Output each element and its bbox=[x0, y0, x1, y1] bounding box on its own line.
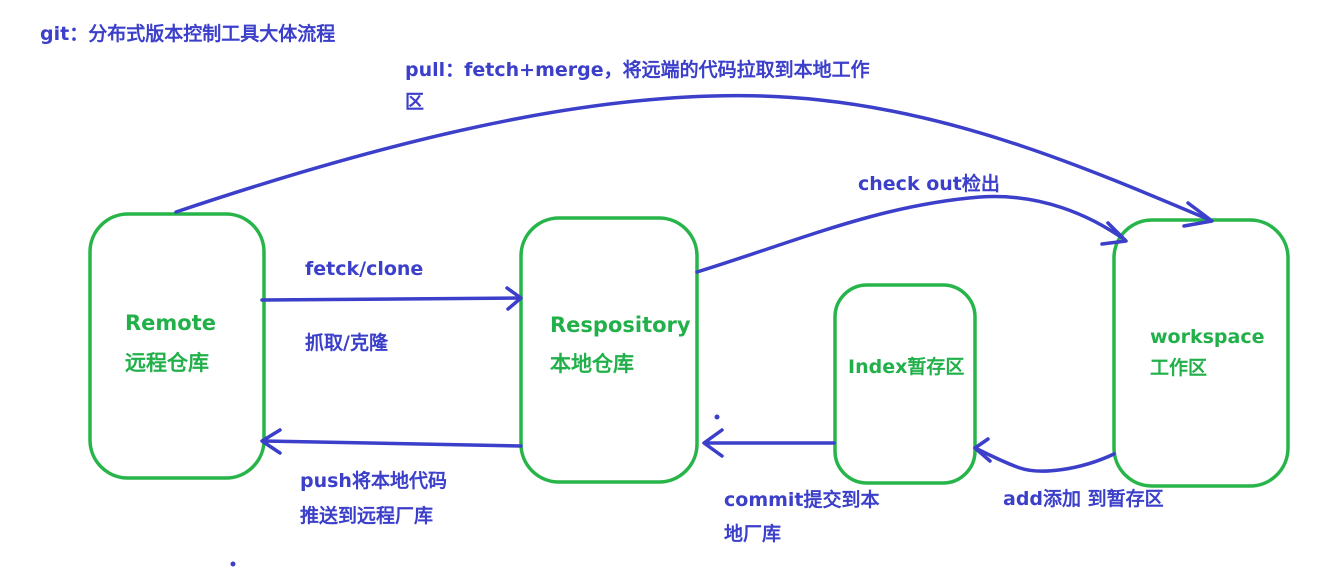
push-label: push将本地代码 bbox=[300, 469, 447, 492]
fetch-sublabel: 抓取/克隆 bbox=[305, 331, 389, 354]
checkout-arrowhead bbox=[1100, 221, 1128, 246]
commit-arrowhead bbox=[702, 428, 724, 458]
repository-label: Respository bbox=[550, 313, 691, 337]
fetch-arrowhead bbox=[505, 286, 523, 311]
remote-node-box bbox=[88, 212, 266, 480]
add-arrowhead bbox=[973, 437, 992, 463]
remote-label: Remote bbox=[125, 311, 216, 335]
checkout-arrow bbox=[695, 194, 1127, 274]
stray-dot bbox=[714, 414, 720, 420]
remote-sublabel: 远程仓库 bbox=[125, 351, 209, 375]
add-arrow bbox=[973, 446, 1116, 473]
add-label: add添加 到暂存区 bbox=[1003, 487, 1164, 510]
diagram-title: git：分布式版本控制工具大体流程 bbox=[40, 22, 335, 45]
stray-dot bbox=[230, 561, 236, 567]
repository-sublabel: 本地仓库 bbox=[550, 352, 634, 376]
workspace-node-box bbox=[1112, 218, 1290, 488]
pull-label-cont: 区 bbox=[405, 91, 424, 113]
push-arrow bbox=[262, 439, 523, 448]
commit-label: commit提交到本 bbox=[724, 488, 880, 511]
commit-sublabel: 地厂库 bbox=[724, 522, 781, 545]
workspace-sublabel: 工作区 bbox=[1150, 356, 1207, 379]
push-sublabel: 推送到远程厂库 bbox=[300, 504, 433, 527]
index-node-box bbox=[833, 283, 977, 485]
pull-label: pull：fetch+merge，将远端的代码拉取到本地工作 bbox=[405, 58, 870, 81]
index-label: Index暂存区 bbox=[848, 355, 964, 378]
push-arrowhead bbox=[260, 428, 282, 455]
fetch-label: fetck/clone bbox=[305, 258, 423, 280]
checkout-label: check out检出 bbox=[858, 172, 1000, 195]
repository-node-box bbox=[519, 216, 699, 484]
pull-arrow bbox=[174, 93, 1212, 222]
workspace-label: workspace bbox=[1150, 326, 1265, 348]
pull-arrowhead bbox=[1182, 201, 1214, 228]
fetch-arrow bbox=[260, 296, 522, 302]
